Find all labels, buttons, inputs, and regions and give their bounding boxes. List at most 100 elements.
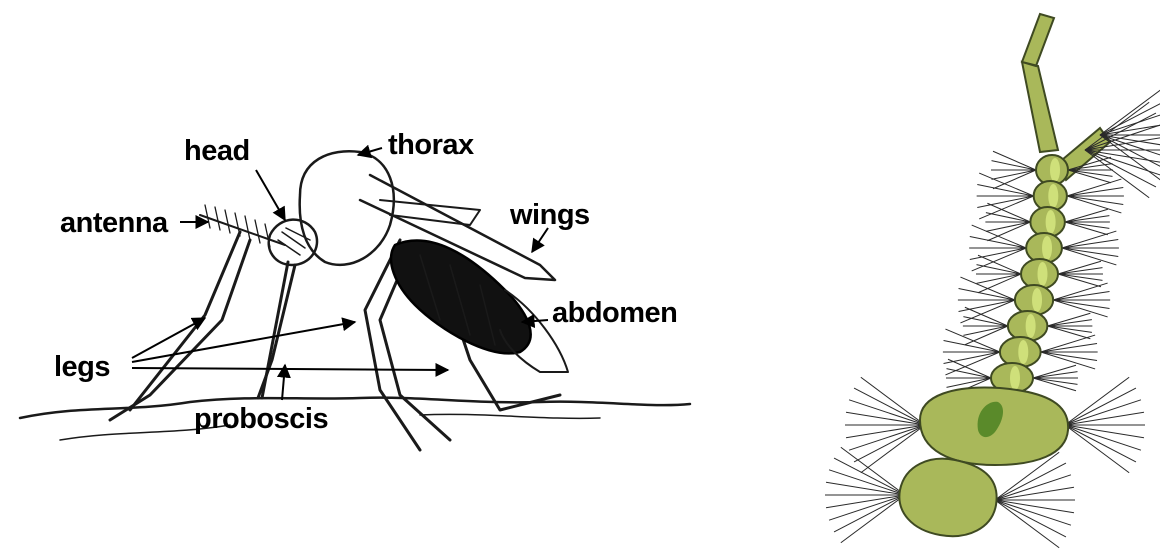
- larva-bristle: [1065, 209, 1108, 222]
- label-legs: legs: [54, 351, 110, 383]
- larva-segment-highlight: [1046, 210, 1056, 234]
- label-wings: wings: [509, 199, 590, 231]
- legs-leader-3: [132, 368, 448, 370]
- larva-bristle: [977, 185, 1033, 196]
- larva-bristle: [1068, 170, 1111, 183]
- larva-bristle: [1067, 179, 1121, 196]
- legs-leader-2: [132, 322, 355, 362]
- larva-bristle: [1053, 300, 1109, 308]
- larva-bristle: [1053, 300, 1107, 317]
- larva-bristle: [1047, 326, 1091, 332]
- larva-bristle: [944, 352, 1000, 363]
- larva-bristle: [1065, 216, 1109, 222]
- larva-segment-highlight: [1048, 184, 1058, 208]
- larva-bristle: [995, 475, 1071, 500]
- larva-bristle: [1047, 313, 1090, 326]
- larva-bristle: [1100, 135, 1160, 160]
- larva-segment-highlight: [1050, 158, 1060, 182]
- larva-head: [899, 459, 996, 536]
- larva-bristle: [1047, 326, 1090, 339]
- larva-bristle: [995, 500, 1059, 548]
- larva-bristle: [1062, 231, 1116, 248]
- larva-bristle: [1053, 283, 1107, 300]
- larva-bristle: [986, 213, 1030, 222]
- larva-bristle: [1062, 248, 1116, 265]
- larva-bristle: [1058, 274, 1102, 280]
- larva-bristle: [1058, 268, 1102, 274]
- larva-bristle: [948, 359, 991, 378]
- larva-bristle: [995, 500, 1071, 525]
- larva-bristle: [849, 425, 925, 450]
- larva-bristle: [992, 161, 1036, 170]
- larva-bristle: [841, 447, 905, 495]
- larva-bristle: [960, 300, 1014, 323]
- label-thorax: thorax: [388, 129, 474, 161]
- larva-bristle: [841, 495, 905, 543]
- larva-bristle: [977, 196, 1033, 207]
- larva-bristle: [1067, 188, 1123, 196]
- larva-bristle: [959, 289, 1015, 300]
- larva-bristle: [979, 196, 1033, 219]
- larva-bristle: [1062, 248, 1118, 256]
- larva-bristle: [1065, 222, 1109, 228]
- larva-bristle: [1058, 261, 1101, 274]
- larva-bristle: [849, 400, 925, 425]
- larva-bristle: [963, 317, 1007, 326]
- larva-segment-highlight: [1018, 340, 1028, 364]
- larva-bristle: [986, 222, 1030, 231]
- larva-bristle: [972, 248, 1026, 271]
- larva-bristle: [1062, 240, 1118, 248]
- larva-bristle: [993, 151, 1036, 170]
- larva-bristle: [1065, 425, 1129, 473]
- larva-siphon: [1022, 14, 1058, 152]
- larva-bristle: [1100, 110, 1160, 135]
- larva-bristle: [1041, 352, 1095, 369]
- larva-bristle: [1033, 378, 1076, 391]
- larva-bristle: [861, 377, 925, 425]
- larva-bristle: [1033, 365, 1076, 378]
- antenna-drawing: [200, 205, 285, 247]
- larva-bristle: [1053, 292, 1109, 300]
- larva-bristle: [1047, 320, 1091, 326]
- larva-bristle: [1058, 274, 1101, 287]
- larva-bristle: [945, 329, 999, 352]
- label-proboscis: proboscis: [194, 403, 328, 435]
- label-abdomen: abdomen: [552, 297, 677, 329]
- label-head: head: [184, 135, 250, 167]
- legs-leader-1: [132, 318, 205, 358]
- adult-mosquito-illustration: head thorax antenna wings abdomen legs p…: [20, 129, 690, 450]
- larva-bristle: [1033, 372, 1077, 378]
- larva-bristle: [959, 300, 1015, 311]
- abdomen-drawing: [391, 241, 531, 354]
- larva-segment-highlight: [1038, 262, 1048, 286]
- larva-bristle: [1041, 335, 1095, 352]
- larva-bristle: [947, 369, 991, 378]
- larva-bristle: [987, 222, 1030, 241]
- wings-leader: [532, 228, 548, 252]
- larva-segment-highlight: [1032, 288, 1042, 312]
- larva-bristle: [977, 265, 1021, 274]
- larva-bristle: [1067, 196, 1123, 204]
- proboscis-leader: [282, 365, 285, 400]
- larva-bristle: [1067, 196, 1121, 213]
- larva-bristle: [1065, 400, 1141, 425]
- label-antenna: antenna: [60, 207, 169, 239]
- larva-bristle: [978, 255, 1021, 274]
- larva-bristle: [1065, 222, 1108, 235]
- larva-bristle: [1041, 352, 1097, 360]
- larva-bristle: [970, 237, 1026, 248]
- larva-bristle: [965, 326, 1008, 345]
- larva-bristle: [945, 352, 999, 375]
- larva-bristles: [825, 87, 1160, 548]
- larva-bristle: [965, 307, 1008, 326]
- larva-segment-highlight: [1026, 314, 1036, 338]
- larva-bristle: [977, 274, 1021, 283]
- larva-bristle: [963, 326, 1007, 335]
- larva-bristle: [1041, 344, 1097, 352]
- larva-bristle: [992, 170, 1036, 179]
- larva-bristle: [1033, 378, 1077, 384]
- larva-bristle: [947, 378, 991, 387]
- larva-segment-highlight: [1010, 366, 1020, 390]
- head-leader: [256, 170, 285, 220]
